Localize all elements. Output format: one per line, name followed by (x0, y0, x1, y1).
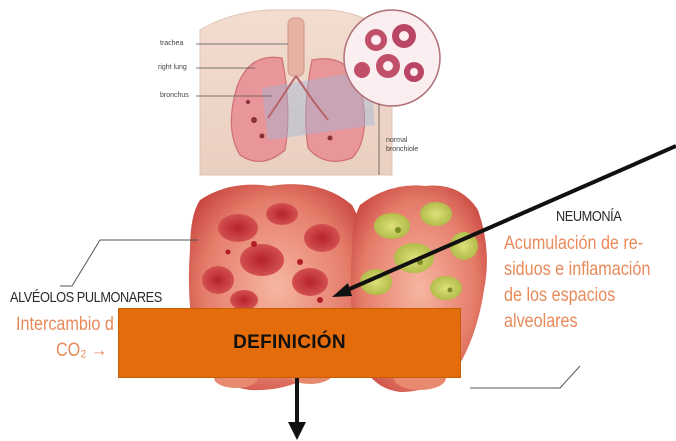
neumonia-title: NEUMONÍA (556, 209, 621, 224)
label-right-lung: right lung (158, 64, 187, 71)
label-trachea: trachea (160, 40, 183, 47)
alveolos-title: ALVÉOLOS PULMONARES (10, 290, 162, 305)
neumonia-line: siduos e inflamación (504, 257, 650, 283)
neumonia-line: de los espacios (504, 283, 650, 309)
neumonia-line: Acumulación de re- (504, 231, 650, 257)
definition-box: DEFINICIÓN (118, 308, 461, 378)
label-bronchus: bronchus (160, 92, 189, 99)
down-arrow (288, 378, 306, 440)
alveolos-line-1: Intercambio d (16, 312, 114, 338)
alveolos-line-2: CO₂ → (56, 338, 107, 364)
label-bronchiole: bronchiole (386, 146, 418, 153)
neumonia-description: Acumulación de re- siduos e inflamación … (504, 231, 676, 335)
label-normal: normal (386, 137, 407, 144)
neumonia-line: alveolares (504, 309, 650, 335)
definition-label: DEFINICIÓN (233, 332, 346, 354)
